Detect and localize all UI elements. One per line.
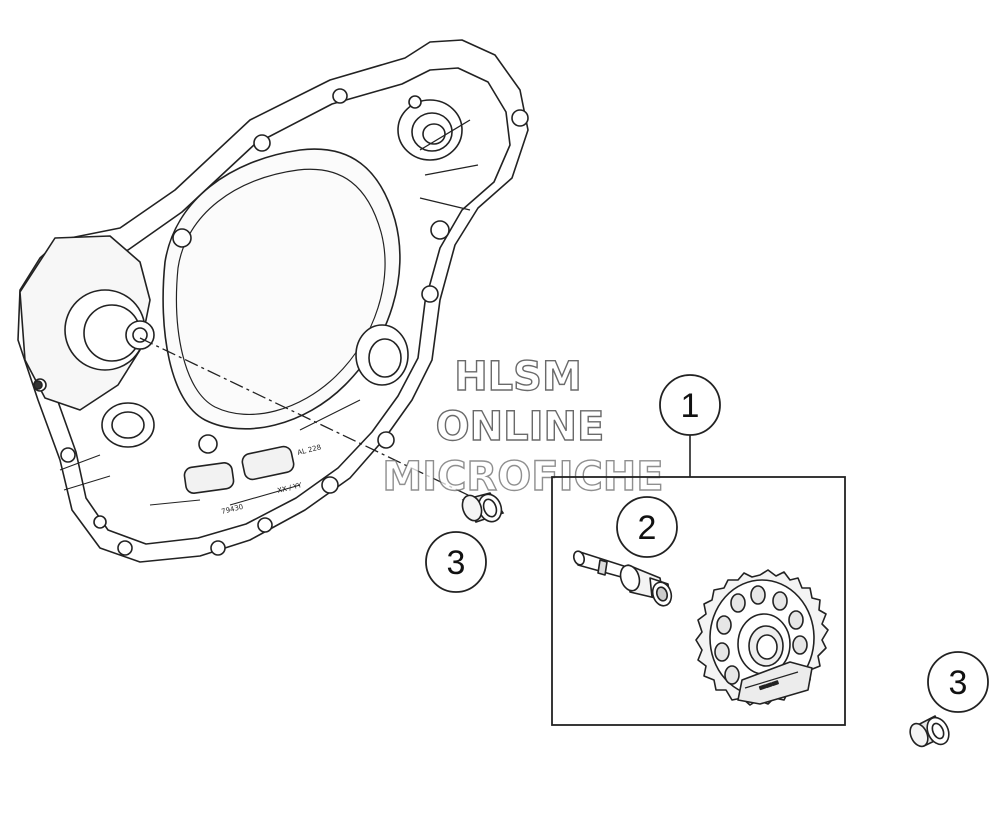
- callout-2-label: 2: [638, 509, 657, 547]
- engine-cover: [17, 39, 529, 563]
- assembly-axis-line: [139, 337, 471, 497]
- bushing-part-right: [909, 714, 950, 748]
- watermark: HLSM ONLINE MICROFICHE: [382, 353, 665, 500]
- callout-1-label: 1: [681, 387, 700, 425]
- callout-3-left: 3: [425, 531, 487, 593]
- watermark-line-1: HLSM: [454, 354, 582, 400]
- gear-part: ▬▬▬: [695, 569, 829, 706]
- callout-3-right-label: 3: [949, 664, 968, 702]
- callout-3-left-label: 3: [447, 544, 466, 582]
- shaft-part: [572, 550, 673, 607]
- callout-2: 2: [616, 496, 678, 558]
- watermark-line-2: ONLINE: [436, 404, 605, 450]
- bushing-part-left: [461, 492, 505, 523]
- callout-3-right: 3: [927, 651, 989, 713]
- callout-1: 1: [659, 374, 721, 436]
- assembly-box: [551, 476, 846, 726]
